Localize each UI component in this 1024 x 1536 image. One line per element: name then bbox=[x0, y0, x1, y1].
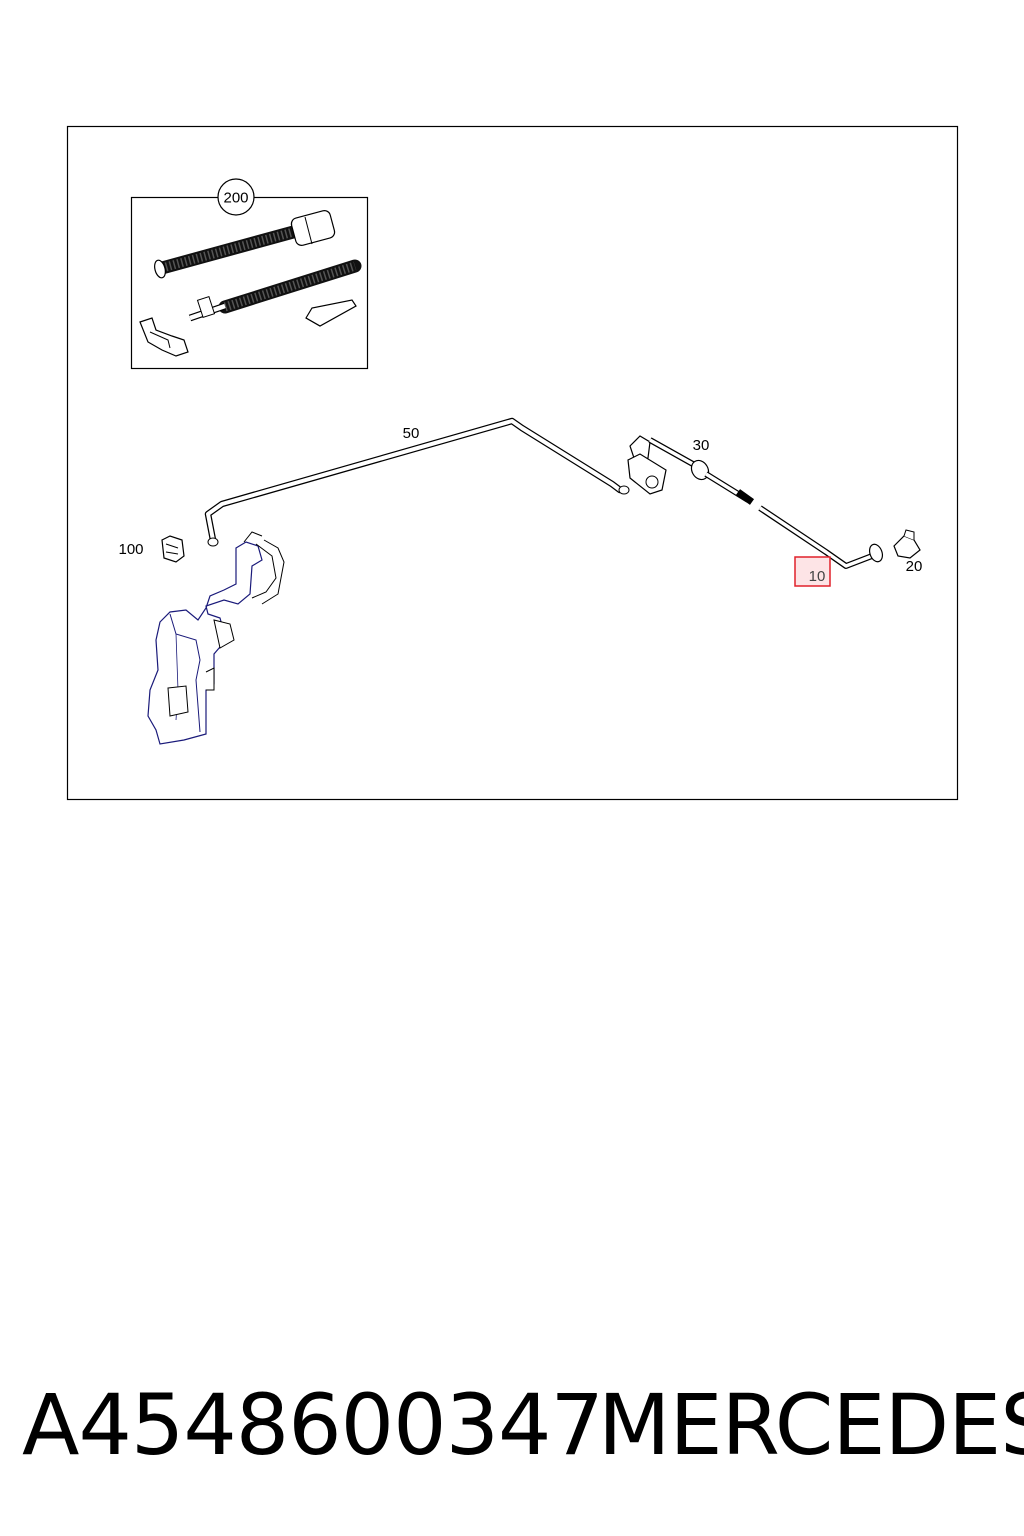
connector-30 bbox=[627, 435, 755, 505]
corrugated-hose-upper bbox=[154, 210, 336, 279]
callout-10: 10 bbox=[809, 568, 826, 585]
kit-callout-label: 200 bbox=[223, 190, 248, 207]
brand-name: MERCEDES bbox=[598, 1376, 1024, 1474]
corrugated-hose-lower bbox=[188, 259, 362, 322]
callout-100: 100 bbox=[118, 541, 143, 558]
highlight-box-10 bbox=[794, 556, 831, 587]
diagram-frame bbox=[66, 125, 959, 801]
kit-callout-circle bbox=[217, 178, 255, 216]
callout-20: 20 bbox=[906, 558, 923, 575]
washer-reservoir bbox=[147, 531, 285, 745]
bracket-100 bbox=[161, 535, 185, 563]
clip-part bbox=[139, 317, 189, 357]
part-number: A4548600347 bbox=[22, 1376, 604, 1474]
kit-inset: 200 bbox=[130, 178, 369, 370]
callout-50: 50 bbox=[403, 425, 420, 442]
nozzle-20 bbox=[893, 529, 921, 559]
hose-50 bbox=[204, 417, 630, 547]
footer: A4548600347 MERCEDES bbox=[0, 1370, 1024, 1480]
hose-10 bbox=[758, 505, 884, 569]
callout-30: 30 bbox=[693, 437, 710, 454]
